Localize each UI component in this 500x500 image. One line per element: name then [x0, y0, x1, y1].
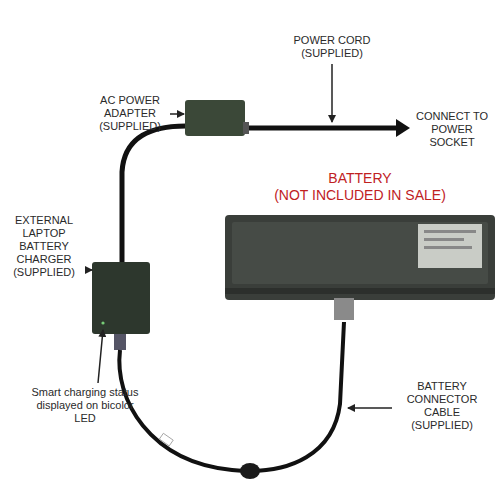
callout-label: CONNECT TO POWER SOCKET — [412, 110, 492, 149]
laptop-battery — [225, 215, 495, 300]
battery-connector — [334, 298, 354, 320]
sticker-line — [424, 246, 472, 249]
leader-arrow — [348, 407, 392, 409]
dc-cable — [122, 126, 186, 262]
cord-arrowhead — [396, 119, 410, 137]
bicolor-led — [101, 321, 104, 324]
adapter-socket — [243, 122, 249, 134]
leader-arrow — [86, 269, 92, 271]
battery-face — [232, 222, 488, 284]
ac-adapter — [185, 100, 245, 136]
cable-band — [159, 433, 173, 446]
ferrite-bead — [240, 463, 260, 479]
connector-cable — [119, 322, 344, 471]
battery-charger — [92, 262, 150, 334]
battery-rail — [225, 288, 495, 294]
power-cord — [245, 126, 398, 131]
callout-label: AC POWER ADAPTER (SUPPLIED) — [92, 94, 168, 133]
leader-arrow — [170, 113, 184, 115]
charger-plug — [114, 334, 126, 350]
sticker-line — [424, 238, 464, 241]
callout-label: EXTERNAL LAPTOP BATTERY CHARGER (SUPPLIE… — [4, 214, 84, 279]
callout-label: POWER CORD (SUPPLIED) — [284, 34, 380, 60]
sticker-line — [424, 230, 476, 233]
leader-arrow — [98, 330, 103, 383]
battery-note: (NOT INCLUDED IN SALE) — [250, 187, 470, 204]
led-note: Smart charging status displayed on bicol… — [26, 386, 144, 425]
battery-title: BATTERY — [260, 170, 460, 187]
callout-label: BATTERY CONNECTOR CABLE (SUPPLIED) — [394, 380, 490, 432]
leader-arrow — [331, 64, 333, 122]
battery-sticker — [418, 224, 482, 268]
